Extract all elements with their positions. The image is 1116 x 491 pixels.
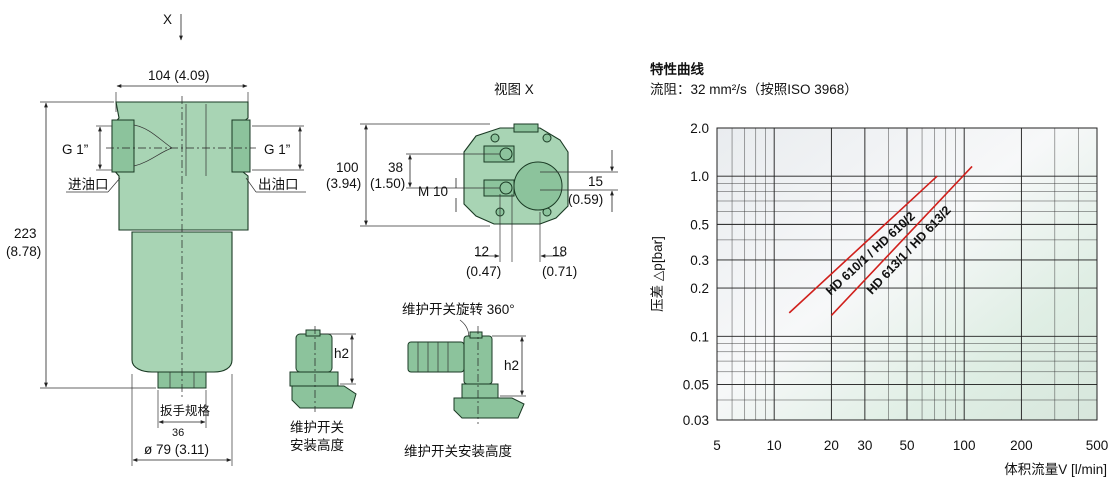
x-axis-label: 体积流量V [l/min] (1004, 462, 1107, 477)
wrench-label: 扳手规格 (160, 403, 211, 418)
dim-15-inch: (0.59) (568, 192, 603, 207)
dim-12-inch: (0.47) (466, 264, 501, 279)
view-x-bolt (490, 133, 500, 143)
rotation-label: 维护开关旋转 360° (402, 302, 515, 317)
h2-left: h2 (334, 346, 349, 361)
x-tick-label: 500 (1086, 438, 1109, 453)
x-tick-label: 5 (713, 438, 721, 453)
dim-100-inch: (3.94) (326, 176, 361, 191)
leader-line (107, 177, 121, 193)
h2-right: h2 (504, 358, 519, 373)
y-tick-label: 0.5 (690, 217, 709, 232)
indicator-nut (289, 371, 339, 387)
view-x-lug (513, 123, 539, 133)
series-line-1 (788, 175, 938, 314)
chart-title: 特性曲线 (650, 61, 704, 77)
y-tick-label: 2.0 (690, 121, 709, 136)
view-x-hole (499, 181, 513, 195)
y-tick-label: 0.2 (690, 281, 709, 296)
y-tick-label: 0.03 (683, 413, 709, 428)
indicator-cap (295, 333, 333, 373)
dim-100: 100 (336, 160, 359, 175)
thread-label: M 10 (418, 184, 448, 199)
series-line-2 (830, 165, 973, 316)
chart-subtitle: 流阻：32 mm²/s（按照ISO 3968） (650, 82, 858, 97)
x-tick-label: 20 (824, 438, 839, 453)
caption-right: 维护开关安装高度 (404, 443, 512, 459)
port-right-label: G 1” (264, 142, 290, 157)
view-x-port (513, 161, 563, 211)
height-dimension-inch: (8.78) (6, 244, 41, 259)
indicator-nut (461, 383, 499, 399)
port-left-label: G 1” (62, 142, 88, 157)
view-x: 视图 X 100 (3.94) 38 (1.50) M 10 15 (0 (326, 82, 618, 279)
dim-12: 12 (474, 244, 489, 259)
inlet-port (111, 119, 135, 173)
x-tick-label: 30 (857, 438, 872, 453)
width-dimension: 104 (4.09) (148, 68, 210, 83)
dim-38: 38 (388, 160, 403, 175)
indicator-base (291, 385, 357, 409)
indicator-top (469, 331, 483, 339)
indicator-right: 维护开关旋转 360° h2 维护开关安装高度 (402, 302, 526, 459)
y-axis-label: 压差 △p[bar] (650, 236, 665, 312)
indicator-left: h2 维护开关 安装高度 (289, 326, 357, 453)
head-contour (133, 124, 173, 167)
y-tick-label: 1.0 (690, 169, 709, 184)
x-tick-label: 100 (953, 438, 976, 453)
view-x-bolt (542, 133, 552, 143)
dim-18: 18 (552, 244, 567, 259)
diameter-dimension: ø 79 (3.11) (144, 442, 209, 457)
x-tick-label: 200 (1010, 438, 1033, 453)
y-tick-label: 0.05 (683, 377, 709, 392)
leader-line (245, 177, 257, 193)
indicator-top (305, 329, 321, 337)
outlet-port (231, 119, 251, 173)
dim-18-inch: (0.71) (542, 264, 577, 279)
y-tick-labels: 2.0 1.0 0.5 0.3 0.2 0.1 0.05 0.03 (683, 121, 709, 428)
inlet-label: 进油口 (68, 177, 109, 192)
dim-15: 15 (588, 174, 603, 189)
x-tick-labels: 5 10 20 30 50 100 200 500 (713, 438, 1108, 453)
head-inner (185, 104, 207, 176)
dim-38-inch: (1.50) (370, 176, 405, 191)
wrench-size: 36 (172, 427, 184, 439)
outlet-label: 出油口 (258, 177, 299, 192)
grid-major (716, 127, 1098, 421)
caption-left-1: 维护开关 (290, 420, 344, 435)
characteristic-curve: 特性曲线 流阻：32 mm²/s（按照ISO 3968） 5 10 20 30 50 10… (650, 61, 1108, 477)
indicator-base (453, 397, 525, 419)
x-tick-label: 50 (899, 438, 914, 453)
caption-left-2: 安装高度 (290, 437, 344, 453)
view-marker: X (163, 12, 172, 27)
view-x-title: 视图 X (494, 82, 534, 97)
view-x-hole (499, 147, 513, 161)
y-tick-label: 0.3 (690, 253, 709, 268)
filter-bowl (131, 231, 233, 373)
filter-side-view: X 104 (4.09) G 1” G 1” 进油口 出油口 (6, 12, 306, 466)
height-dimension: 223 (14, 226, 37, 241)
y-tick-label: 0.1 (690, 329, 709, 344)
x-tick-label: 10 (767, 438, 782, 453)
indicator-body (407, 341, 465, 373)
